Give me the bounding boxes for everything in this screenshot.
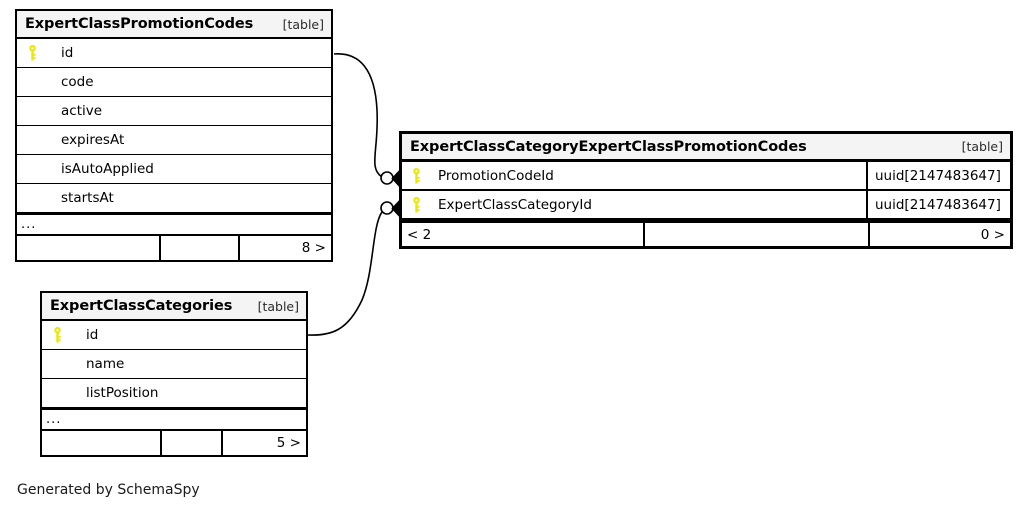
table-footer: 8 > <box>17 234 331 260</box>
relationship-promotioncodes-to-junction <box>333 53 400 188</box>
table-row[interactable]: PromotionCodeId uuid[2147483647] <box>402 162 1010 191</box>
primary-key-icon <box>42 327 72 343</box>
key-icon-svg <box>53 327 61 343</box>
table-row[interactable]: isAutoApplied <box>17 155 331 184</box>
table-expertclasscategoryexpertclasspromotioncodes[interactable]: ExpertClassCategoryExpertClassPromotionC… <box>399 131 1013 249</box>
relationship-line-1 <box>333 53 383 178</box>
arrowhead-1 <box>391 169 400 188</box>
column-name: id <box>86 327 99 343</box>
table-header: ExpertClassCategories [table] <box>42 293 306 321</box>
generated-by-caption: Generated by SchemaSpy <box>17 482 200 498</box>
column-name: name <box>86 356 125 372</box>
table-footer: 5 > <box>42 429 306 455</box>
table-kind-label: [table] <box>257 298 299 314</box>
column-type: uuid[2147483647] <box>866 191 1010 218</box>
table-row[interactable]: expiresAt <box>17 126 331 155</box>
column-name: code <box>61 74 94 90</box>
primary-key-icon <box>17 45 47 61</box>
table-expertclasscategories[interactable]: ExpertClassCategories [table] id name li… <box>40 291 308 457</box>
column-name: active <box>61 103 103 119</box>
footer-child-count: 5 > <box>276 435 301 451</box>
table-title: ExpertClassPromotionCodes <box>25 16 254 32</box>
key-icon-svg <box>412 167 420 183</box>
key-icon-svg <box>412 196 420 212</box>
column-name: startsAt <box>61 190 114 206</box>
footer-middle <box>645 223 870 246</box>
footer-parent-count <box>17 236 161 260</box>
column-name: PromotionCodeId <box>438 167 554 184</box>
column-name: id <box>61 45 74 61</box>
table-footer: < 2 0 > <box>402 220 1010 246</box>
table-row[interactable]: name <box>42 350 306 379</box>
table-title: ExpertClassCategoryExpertClassPromotionC… <box>410 138 807 155</box>
key-icon-svg <box>28 45 36 61</box>
table-row[interactable]: listPosition <box>42 379 306 408</box>
table-row[interactable]: code <box>17 68 331 97</box>
table-header: ExpertClassPromotionCodes [table] <box>17 11 331 39</box>
arrowhead-2 <box>391 199 400 218</box>
table-row[interactable]: id <box>17 39 331 68</box>
table-row[interactable]: startsAt <box>17 184 331 213</box>
table-row[interactable]: id <box>42 321 306 350</box>
table-kind-label: [table] <box>282 16 324 32</box>
primary-key-icon <box>402 167 430 184</box>
optional-marker-2 <box>380 201 394 215</box>
footer-middle <box>161 236 240 260</box>
column-name: ExpertClassCategoryId <box>438 196 592 213</box>
table-row[interactable]: ExpertClassCategoryId uuid[2147483647] <box>402 191 1010 220</box>
table-row[interactable]: active <box>17 97 331 126</box>
column-type: uuid[2147483647] <box>866 162 1010 189</box>
footer-child-count: 8 > <box>301 240 326 256</box>
footer-parent-count: < 2 <box>402 223 645 246</box>
table-title: ExpertClassCategories <box>50 298 233 314</box>
primary-key-icon <box>402 196 430 213</box>
more-columns-indicator: ... <box>42 408 306 429</box>
column-name: isAutoApplied <box>61 161 154 177</box>
footer-parent-count <box>42 431 162 455</box>
column-name: listPosition <box>86 385 159 401</box>
footer-child-count: 0 > <box>980 226 1005 243</box>
table-kind-label: [table] <box>961 139 1003 154</box>
table-expertclasspromotioncodes[interactable]: ExpertClassPromotionCodes [table] id cod… <box>15 9 333 262</box>
optional-marker-1 <box>380 171 394 185</box>
more-columns-indicator: ... <box>17 213 331 234</box>
table-header: ExpertClassCategoryExpertClassPromotionC… <box>402 134 1010 162</box>
footer-middle <box>162 431 223 455</box>
column-name: expiresAt <box>61 132 125 148</box>
